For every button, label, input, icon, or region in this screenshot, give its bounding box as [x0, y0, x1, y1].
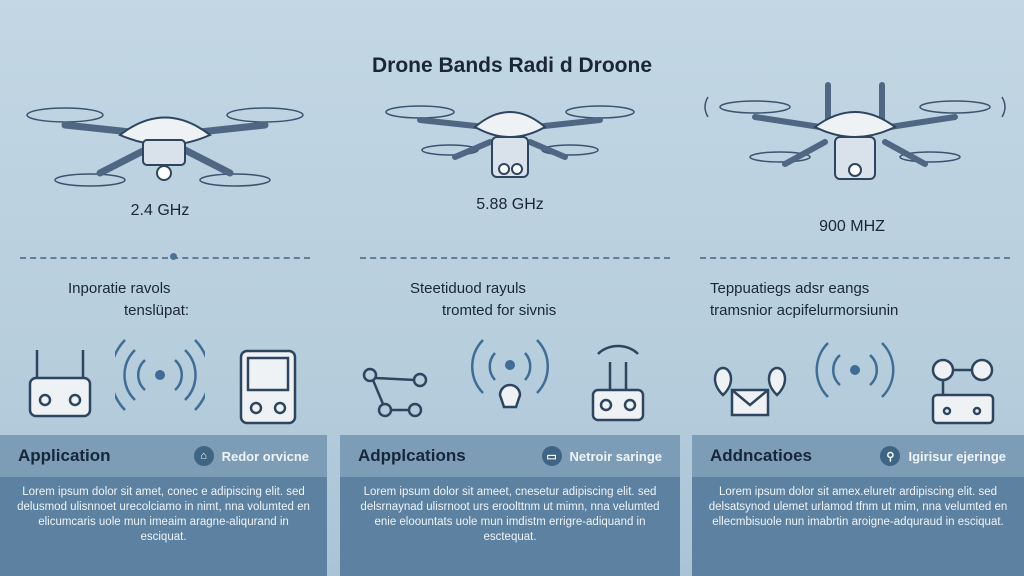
subtitle-line: Inporatie ravols — [68, 280, 171, 297]
drone-illustration-2-4ghz — [26, 107, 304, 187]
subtitle-line: Teppuatiegs adsr eangs — [710, 280, 870, 297]
frequency-label: 5.88 GHz — [476, 196, 544, 213]
column-subtitle: Teppuatiegs adsr eangs tramsnior acpifelu… — [710, 278, 898, 322]
panel-title: Addncatioes — [710, 446, 813, 465]
divider-dot — [170, 253, 177, 260]
badge-label: Igirisur ejeringe — [908, 448, 1006, 464]
signal-waves-icon — [115, 339, 205, 411]
application-panel: Adpplcations ▭ Netroir saringe Lorem ipsum… — [340, 435, 680, 576]
panel-badge[interactable]: ▭ Netroir saringe — [541, 446, 662, 466]
location-pin-icon: ⚲ — [880, 446, 901, 466]
application-panel: Addncatioes ⚲ Igirisur ejeringe Lorem ipsu… — [692, 435, 1024, 576]
panel-body: Lorem ipsum dolor sit amet, conec e adip… — [0, 477, 327, 576]
signal-waves-icon — [815, 342, 895, 398]
location-mail-icon — [713, 366, 787, 417]
badge-label: Netroir saringe — [569, 448, 662, 464]
application-panel: Application ⌂ Redor orvicne Lorem ipsum do… — [0, 435, 327, 576]
divider — [20, 257, 310, 259]
panel-title: Application — [18, 446, 111, 465]
subtitle-line: tromted for sivnis — [442, 302, 557, 319]
page-title: Drone Bands Radi d Droone — [371, 54, 653, 77]
divider — [700, 257, 1010, 259]
column-subtitle: Inporatie ravols tenslüpat: — [68, 278, 189, 322]
signal-waves-icon — [470, 339, 550, 409]
radio-device-icon — [239, 349, 297, 425]
controller-circuit-icon — [931, 358, 995, 425]
panel-header: Adpplcations ▭ Netroir saringe — [340, 435, 680, 477]
badge-label: Redor orvicne — [221, 448, 309, 464]
remote-controller-icon — [28, 350, 92, 418]
subtitle-line: tenslüpat: — [124, 302, 190, 319]
frequency-label: 2.4 GHz — [130, 202, 190, 219]
router-icon: ▭ — [541, 446, 562, 466]
panel-badge[interactable]: ⚲ Igirisur ejeringe — [880, 446, 1006, 466]
panel-header: Addncatioes ⚲ Igirisur ejeringe — [692, 435, 1024, 477]
panel-title: Adpplcations — [358, 446, 466, 465]
column-subtitle: Steetiduod rayuls tromted for sivnis — [410, 278, 556, 322]
drone-illustration-900mhz — [704, 82, 1006, 180]
network-nodes-icon — [362, 367, 428, 418]
divider — [360, 257, 670, 259]
panel-body: Lorem ipsum dolor sit ameet, cnesetur ad… — [340, 477, 680, 576]
panel-badge[interactable]: ⌂ Redor orvicne — [193, 446, 309, 466]
subtitle-line: Steetiduod rayuls — [410, 280, 526, 297]
router-icon — [591, 344, 645, 422]
drone-illustration-5-88ghz — [385, 105, 635, 178]
home-icon: ⌂ — [193, 446, 214, 466]
panel-body: Lorem ipsum dolor sit amex.eluretr ardip… — [692, 477, 1024, 576]
frequency-label: 900 MHZ — [819, 218, 885, 235]
subtitle-line: tramsnior acpifelurmorsiunin — [710, 302, 899, 319]
panel-header: Application ⌂ Redor orvicne — [0, 435, 327, 477]
